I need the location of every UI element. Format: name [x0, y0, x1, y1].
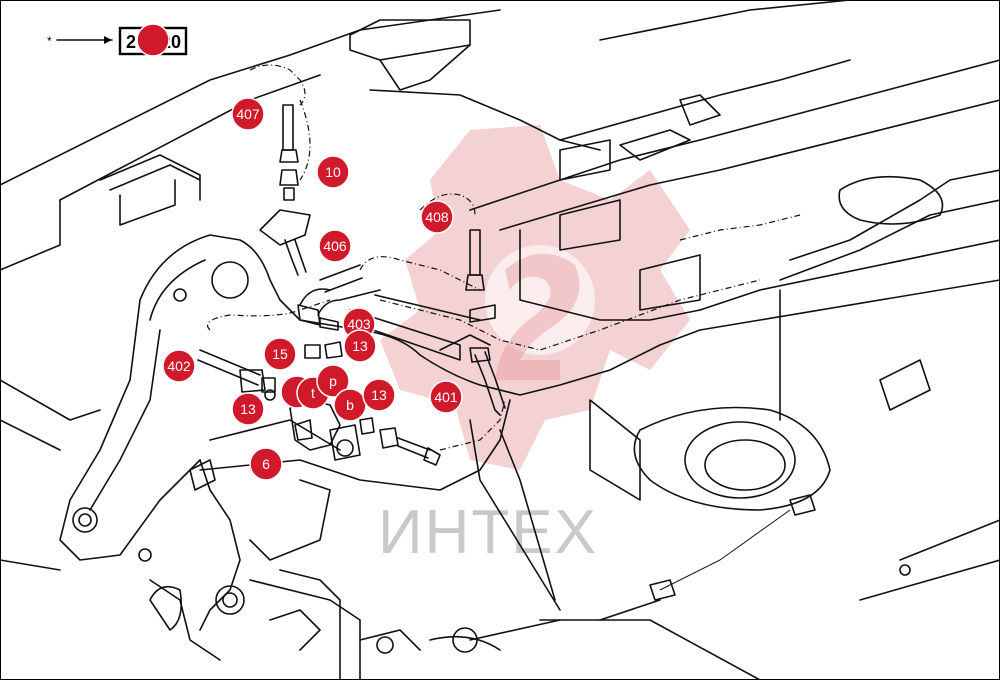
callout-13-left[interactable]: 13	[231, 392, 265, 426]
callout-15[interactable]: 15	[263, 337, 297, 371]
callouts: 407 10 406 408 403 15 13 402	[136, 23, 463, 481]
callout-label: 408	[425, 209, 449, 225]
callout-label: 13	[352, 338, 368, 354]
callout-406[interactable]: 406	[318, 229, 352, 263]
callout-402[interactable]: 402	[162, 349, 196, 383]
callout-label: 402	[167, 358, 191, 374]
callout-label: 407	[236, 106, 260, 122]
callout-label: 15	[272, 346, 288, 362]
callout-6[interactable]: 6	[249, 447, 283, 481]
callout-label: b	[346, 397, 354, 413]
callout-label: 6	[262, 456, 270, 472]
callout-20420[interactable]	[136, 23, 170, 57]
callout-label: 401	[434, 389, 458, 405]
callout-408[interactable]: 408	[420, 200, 454, 234]
reference-marker: *	[47, 34, 52, 48]
callout-label: 403	[347, 316, 371, 332]
callout-13-right[interactable]: 13	[362, 378, 396, 412]
callout-10[interactable]: 10	[316, 155, 350, 189]
callout-p[interactable]: p	[316, 364, 350, 398]
support-arm	[0, 234, 701, 680]
routing-lines	[206, 64, 801, 451]
callout-label: 13	[240, 401, 256, 417]
callout-401[interactable]: 401	[429, 380, 463, 414]
callout-label: 10	[325, 164, 341, 180]
callout-label: t	[311, 385, 315, 401]
watermark-text: ИНТЕХ	[378, 498, 598, 567]
callout-label: p	[329, 373, 337, 389]
callout-label: 13	[371, 387, 387, 403]
callout-13-upper[interactable]: 13	[343, 329, 377, 363]
callout-b[interactable]: b	[333, 388, 367, 422]
callout-label: 406	[323, 238, 347, 254]
callout-407[interactable]: 407	[231, 97, 265, 131]
watermark-logo	[380, 125, 690, 470]
